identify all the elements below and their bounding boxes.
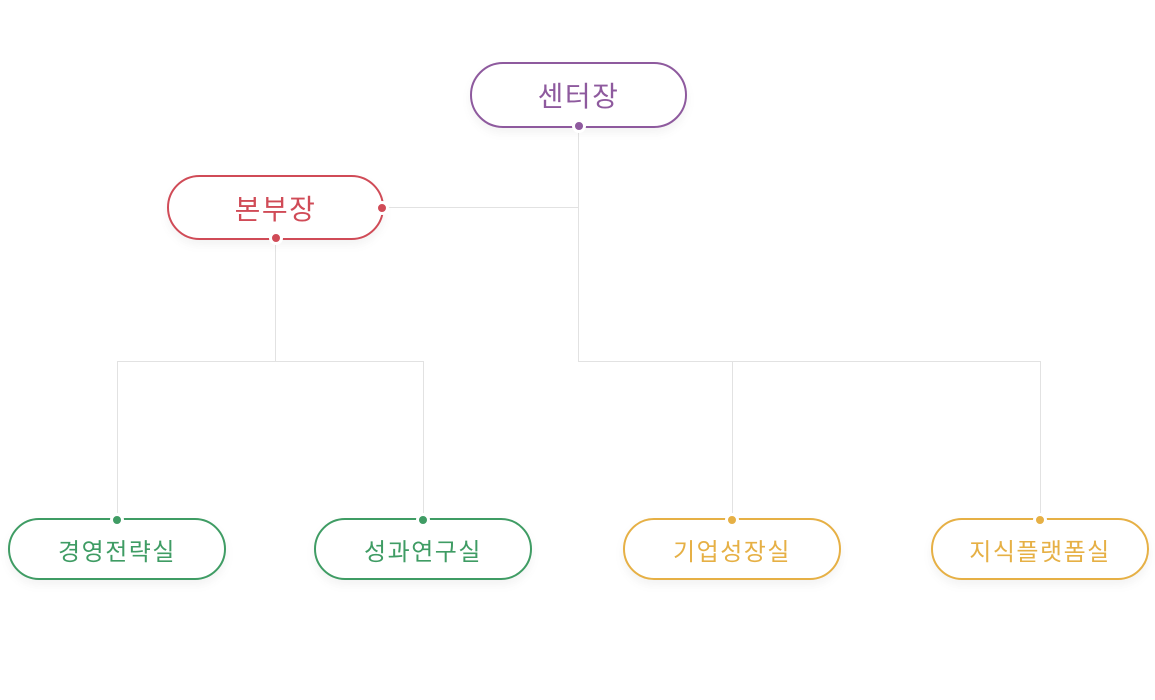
org-node-management-strategy-office[interactable]: 경영전략실 xyxy=(8,513,226,580)
connector-anchor-dot xyxy=(375,200,389,215)
org-node-performance-research-label: 성과연구실 xyxy=(364,538,482,566)
org-node-business-growth-label: 기업성장실 xyxy=(673,538,791,566)
connector-drop-knowledge-platform xyxy=(1040,361,1041,518)
connector-drop-performance-research xyxy=(423,361,424,518)
org-node-management-strategy-label: 경영전략실 xyxy=(58,538,176,566)
org-node-center-head[interactable]: 센터장 xyxy=(470,62,687,133)
connector-right-bracket xyxy=(578,361,1040,362)
org-node-performance-research-office[interactable]: 성과연구실 xyxy=(314,513,532,580)
org-node-business-growth-office[interactable]: 기업성장실 xyxy=(623,513,841,580)
connector-centerhead-trunk xyxy=(578,128,579,362)
connector-drop-management-strategy xyxy=(117,361,118,518)
connector-anchor-dot xyxy=(725,513,739,527)
connector-anchor-dot xyxy=(110,513,124,527)
connector-anchor-dot xyxy=(1033,513,1047,527)
org-node-center-head-label: 센터장 xyxy=(537,81,620,112)
connector-anchor-dot xyxy=(268,231,283,245)
connector-left-bracket xyxy=(117,361,423,362)
connector-anchor-dot xyxy=(571,119,586,133)
connector-divisionhead-to-trunk xyxy=(384,207,578,208)
org-node-knowledge-platform-office[interactable]: 지식플랫폼실 xyxy=(931,513,1149,580)
org-node-knowledge-platform-label: 지식플랫폼실 xyxy=(969,538,1111,566)
org-node-division-head-label: 본부장 xyxy=(234,193,317,225)
connector-drop-business-growth xyxy=(732,361,733,518)
connector-anchor-dot xyxy=(416,513,430,527)
connector-divisionhead-trunk xyxy=(275,240,276,362)
org-node-division-head[interactable]: 본부장 xyxy=(167,175,389,245)
